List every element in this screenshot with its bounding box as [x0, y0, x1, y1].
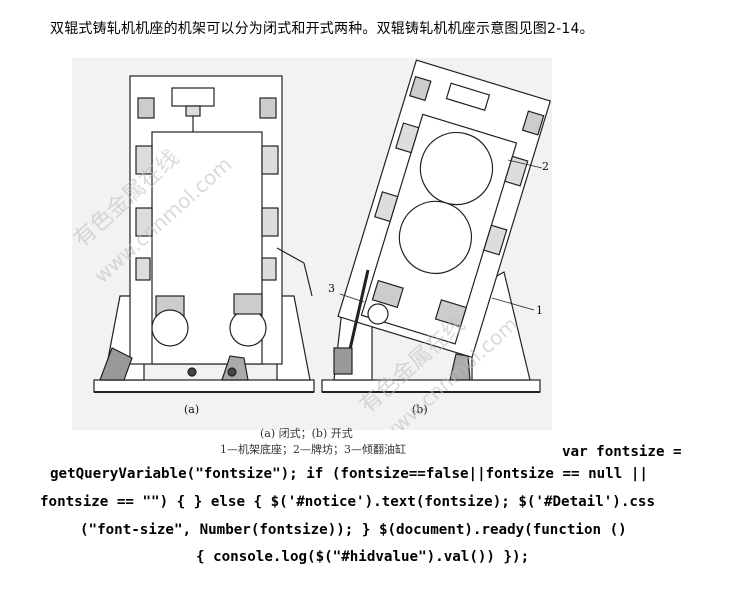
diagram-svg: (a) (b) 2 3 1 有色金属在线 www.cnnmol.com 有色金属…: [72, 58, 552, 430]
script-text-line-1: var fontsize =: [562, 444, 682, 460]
panel-b-label: (b): [412, 403, 428, 416]
panel-a-label: (a): [184, 403, 199, 416]
panel-b-lower-roll: [398, 200, 472, 275]
panel-a-foundation: [93, 379, 315, 393]
intro-paragraph: 双辊式铸轧机机座的机架可以分为闭式和开式两种。双辊铸轧机机座示意图见图2-14。: [50, 21, 594, 37]
callout-3: 3: [328, 282, 335, 295]
callout-2: 2: [542, 160, 549, 173]
script-text-line-3: fontsize == "") { } else { $('#notice').…: [40, 494, 655, 510]
script-text-line-2: getQueryVariable("fontsize"); if (fontsi…: [50, 466, 648, 482]
script-text-line-5: { console.log($("#hidvalue").val()) });: [196, 549, 530, 565]
panel-a-closed-frame: [93, 75, 315, 393]
script-text-line-4: ("font-size", Number(fontsize)); } $(doc…: [80, 522, 627, 538]
panel-b-tilt-cylinder: [346, 269, 370, 359]
caption-line-1: (a) 闭式；(b) 开式: [260, 427, 353, 440]
callout-1: 1: [536, 304, 543, 317]
roll-caster-diagram: (a) (b) 2 3 1 有色金属在线 www.cnnmol.com 有色金属…: [72, 58, 552, 430]
panel-b-open-frame: [321, 59, 552, 393]
figure-caption: (a) 闭式；(b) 开式 1—机架底座；2—牌坊；3—倾翻油缸: [220, 426, 406, 458]
caption-line-2: 1—机架底座；2—牌坊；3—倾翻油缸: [220, 443, 406, 456]
